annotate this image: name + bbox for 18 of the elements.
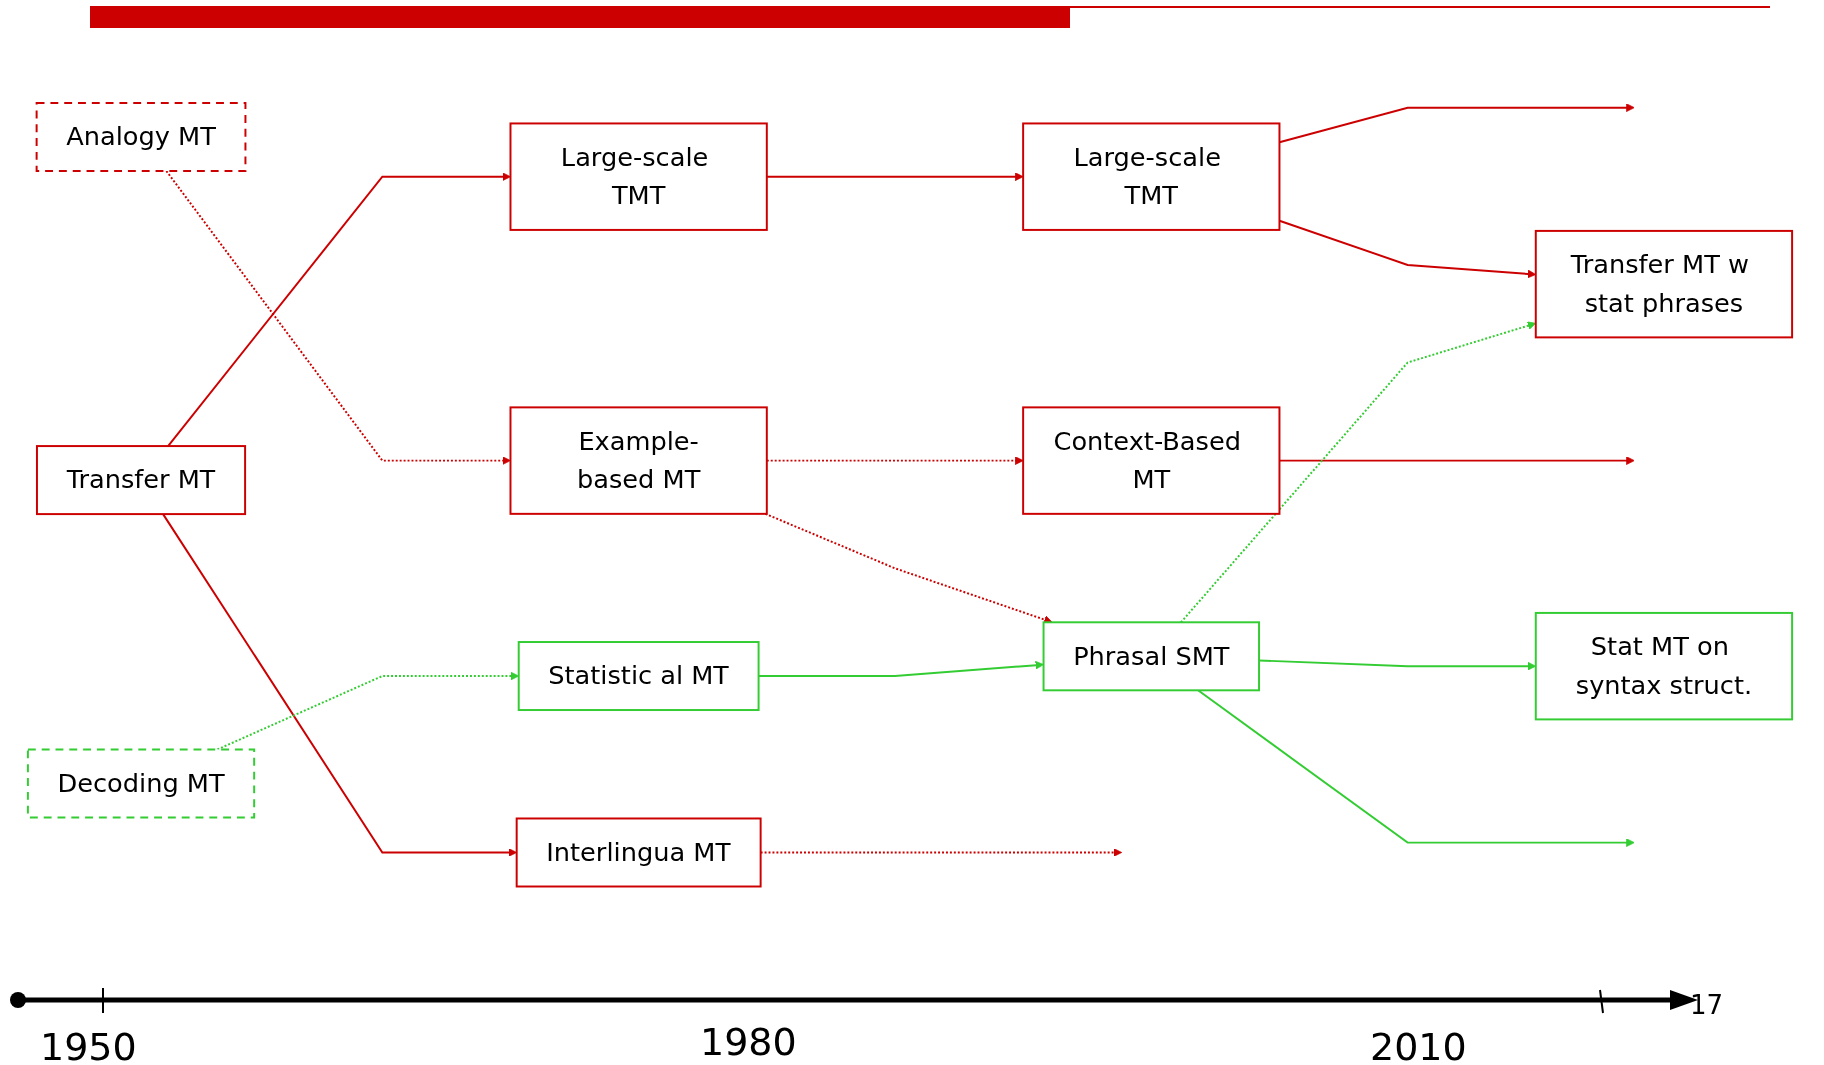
page-number: 17 [1690, 990, 1724, 1020]
node-box: Stat MT on syntax struct. [1534, 612, 1794, 721]
year-label: 1980 [700, 1020, 797, 1064]
node-box: Transfer MT [35, 445, 247, 516]
node-box: Example-based MT [509, 406, 768, 516]
node-box: Statistic al MT [517, 641, 760, 712]
node-box: Interlingua MT [515, 817, 762, 888]
node-box: Decoding MT [26, 748, 256, 819]
node-box: Phrasal SMT [1042, 621, 1261, 692]
node-box: Large-scale TMT [509, 122, 768, 232]
node-box: Analogy MT [35, 102, 247, 173]
year-label: 1950 [40, 1025, 137, 1065]
node-box: Transfer MT w stat phrases [1534, 230, 1794, 339]
node-box: Context-Based MT [1022, 406, 1281, 516]
arrow [162, 513, 518, 858]
year-label: 2010 [1370, 1025, 1467, 1065]
node-box: Large-scale TMT [1022, 122, 1281, 232]
arrow [1197, 689, 1635, 848]
